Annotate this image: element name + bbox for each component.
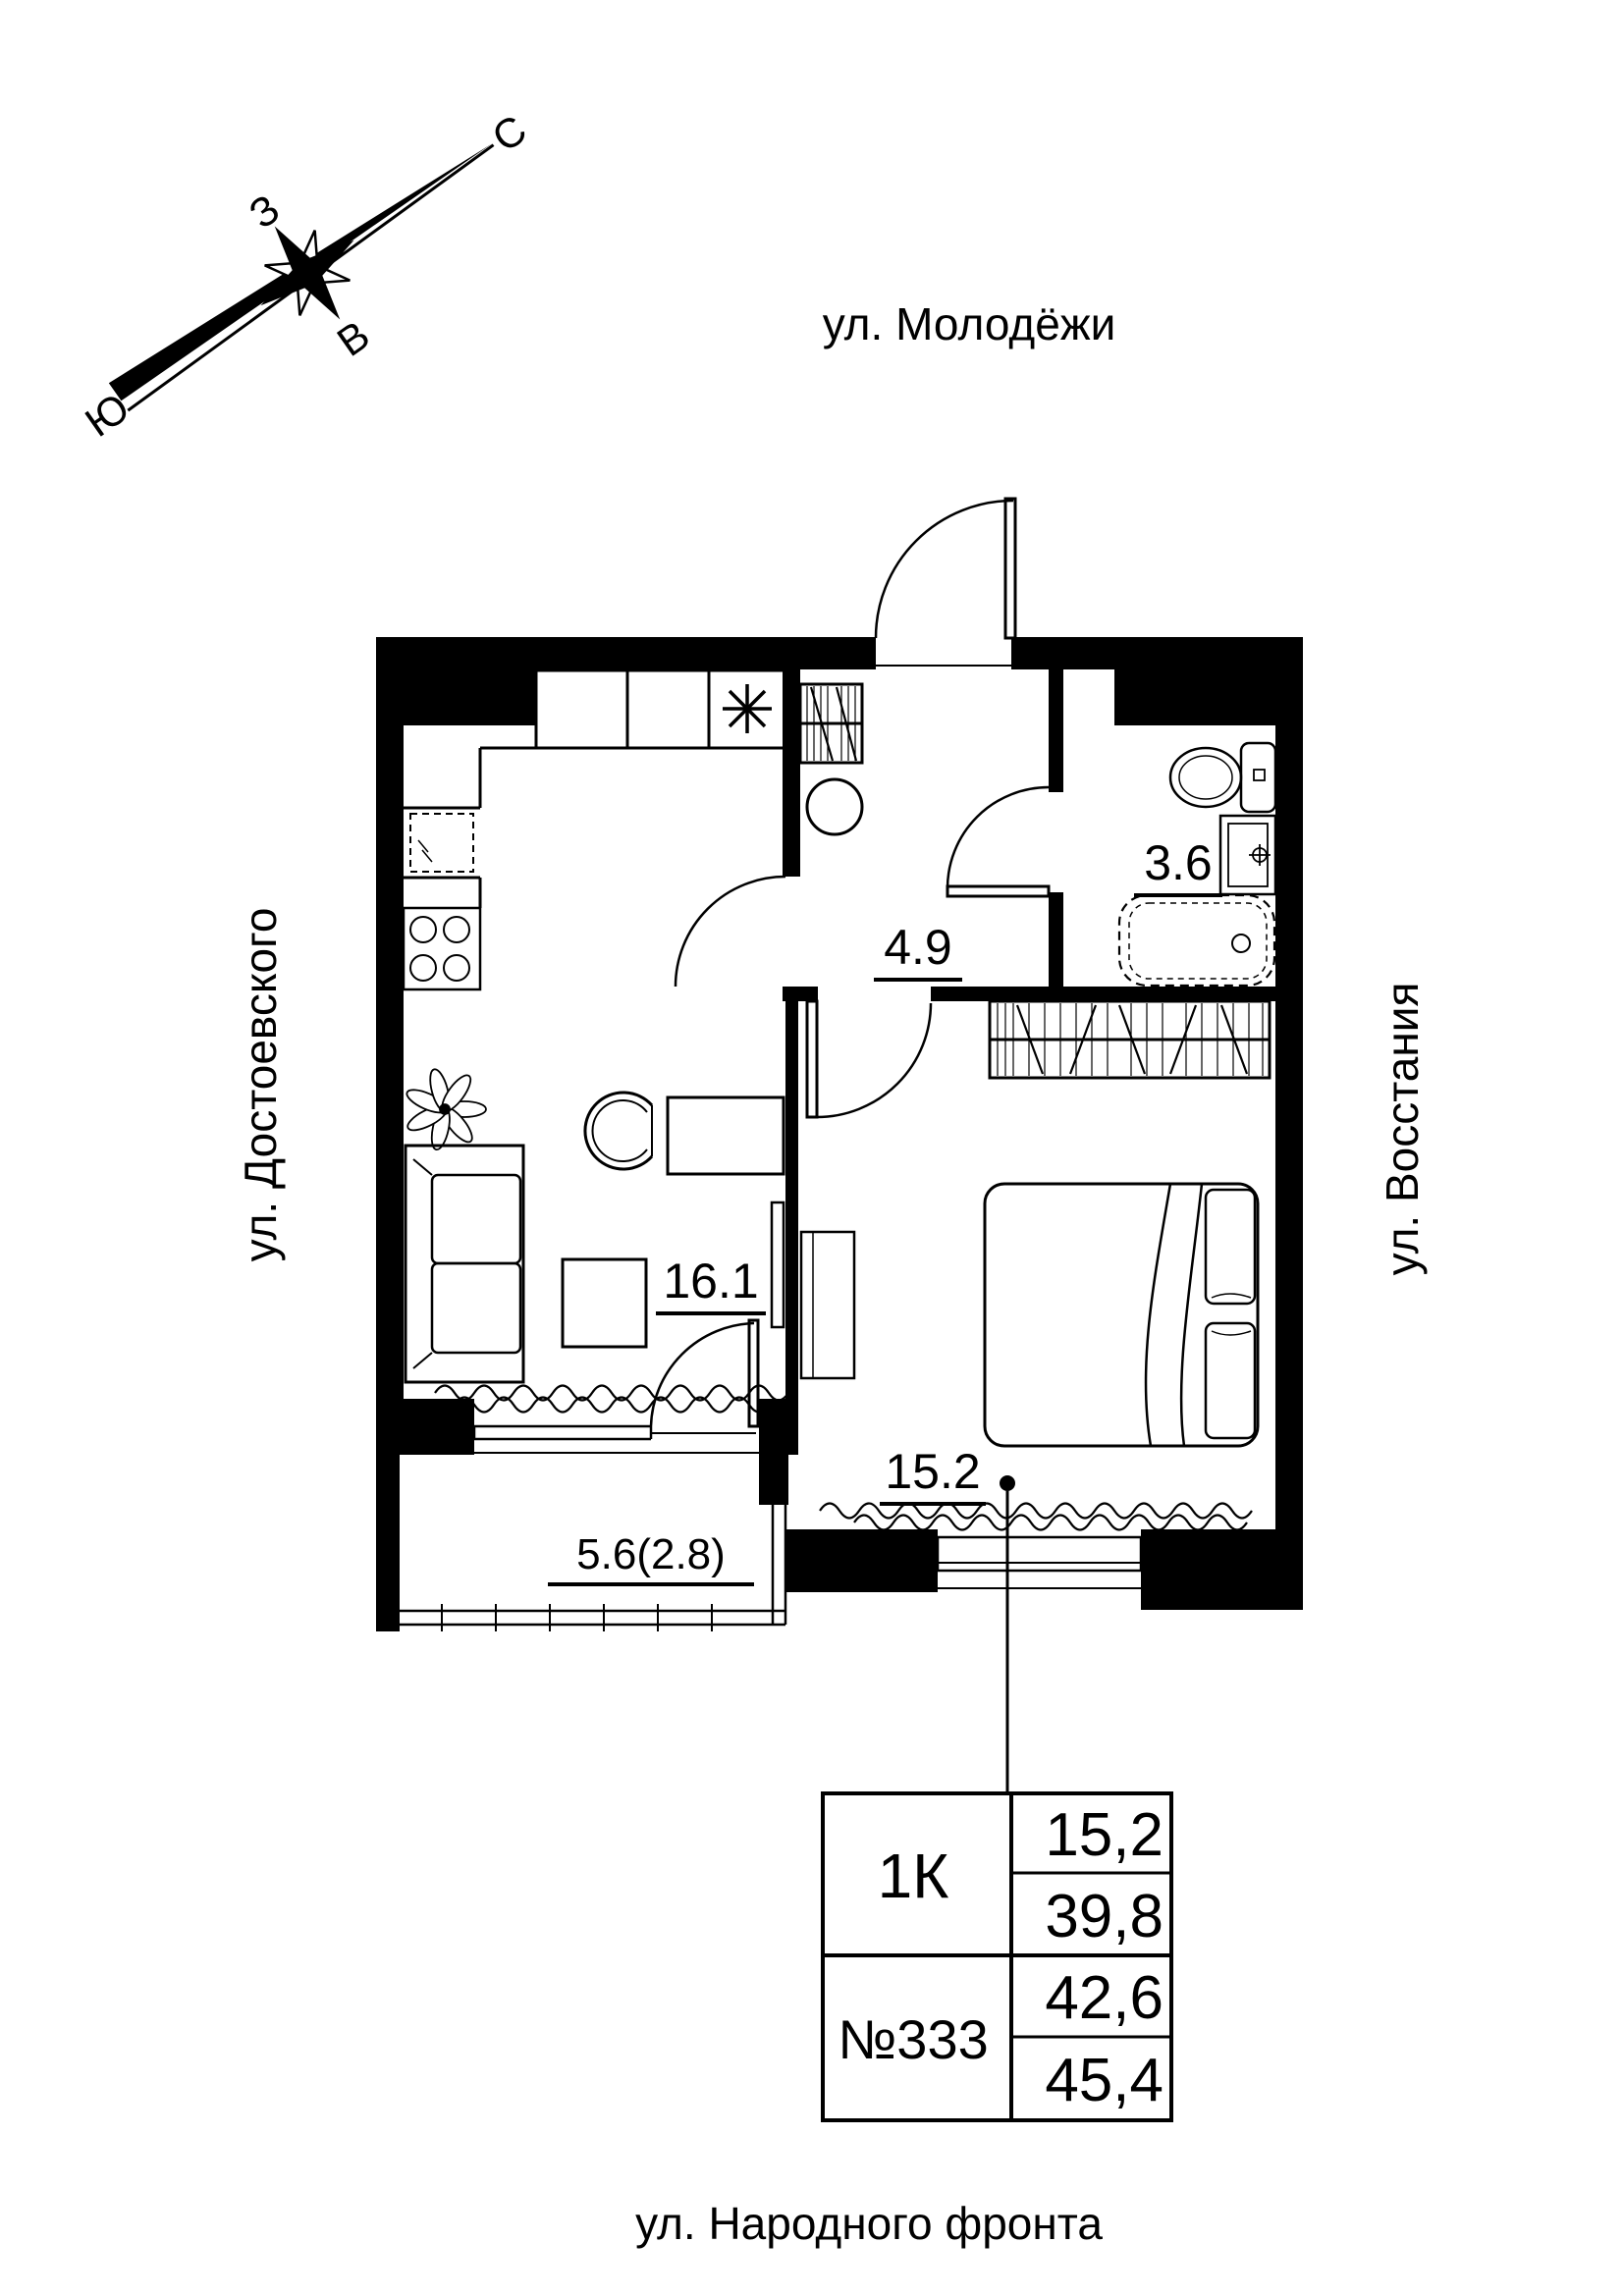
street-label-top: ул. Молодёжи xyxy=(822,298,1116,349)
bed xyxy=(983,1182,1260,1448)
balcony-door xyxy=(649,1318,760,1428)
toilet-icon xyxy=(1168,741,1277,814)
apartment-number: №333 xyxy=(838,2008,989,2070)
apartment-info-table: 1К №333 15,2 39,8 42,6 45,4 xyxy=(821,1791,1173,2122)
living-room-furniture xyxy=(404,1091,785,1384)
dresser xyxy=(799,1230,856,1380)
compass-north-label: С xyxy=(484,106,535,161)
bathroom-door xyxy=(946,785,1051,898)
plant-icon xyxy=(406,1068,487,1151)
area-label-balcony: 5.6(2.8) xyxy=(576,1530,726,1578)
wardrobe xyxy=(988,999,1271,1080)
cooker-icon xyxy=(723,684,772,733)
walls xyxy=(376,637,1303,1631)
bathtub-icon xyxy=(1117,893,1276,988)
kitchen-fixtures xyxy=(402,668,864,991)
coffee-table xyxy=(561,1257,648,1349)
chair xyxy=(583,1091,654,1171)
area-label-kitchen-living: 16.1 xyxy=(663,1254,758,1308)
area-reduced-value: 42,6 xyxy=(1045,1964,1163,2032)
tv-icon xyxy=(770,1201,785,1329)
living-room-door xyxy=(674,875,786,988)
area-label-bathroom: 3.6 xyxy=(1144,835,1213,890)
area-label-hall: 4.9 xyxy=(884,920,952,975)
area-label-bedroom: 15.2 xyxy=(885,1444,980,1499)
living-area-value: 15,2 xyxy=(1045,1801,1163,1869)
compass-star-black xyxy=(260,226,354,320)
area-main-value: 39,8 xyxy=(1045,1883,1163,1950)
compass-east-label: В xyxy=(329,311,378,365)
cooktop-icon xyxy=(402,906,482,991)
compass-rose: С Ю З В xyxy=(77,106,535,446)
apartment-type: 1К xyxy=(878,1841,949,1911)
radiator-living xyxy=(434,1384,789,1402)
sofa xyxy=(404,1144,525,1384)
area-full-value: 45,4 xyxy=(1045,2047,1163,2114)
entrance-door xyxy=(874,497,1017,667)
washbasin-icon xyxy=(1218,814,1277,896)
room-area-labels: 16.1 15.2 4.9 3.6 5.6(2.8) xyxy=(548,835,1222,1586)
desk xyxy=(666,1095,785,1176)
doors xyxy=(649,497,1051,1428)
hall-closet xyxy=(798,682,864,765)
street-label-bottom: ул. Народного фронта xyxy=(635,2198,1103,2249)
leader-line xyxy=(1000,1475,1015,1794)
bedroom-door xyxy=(805,999,933,1119)
bedroom-furniture xyxy=(799,999,1271,1448)
fridge-icon xyxy=(404,806,480,880)
sink-icon xyxy=(805,777,864,836)
balcony-glazing xyxy=(400,1505,787,1631)
radiator-bedroom xyxy=(819,1502,1253,1520)
windows xyxy=(400,1384,1253,1631)
compass-west-label: З xyxy=(241,186,288,238)
